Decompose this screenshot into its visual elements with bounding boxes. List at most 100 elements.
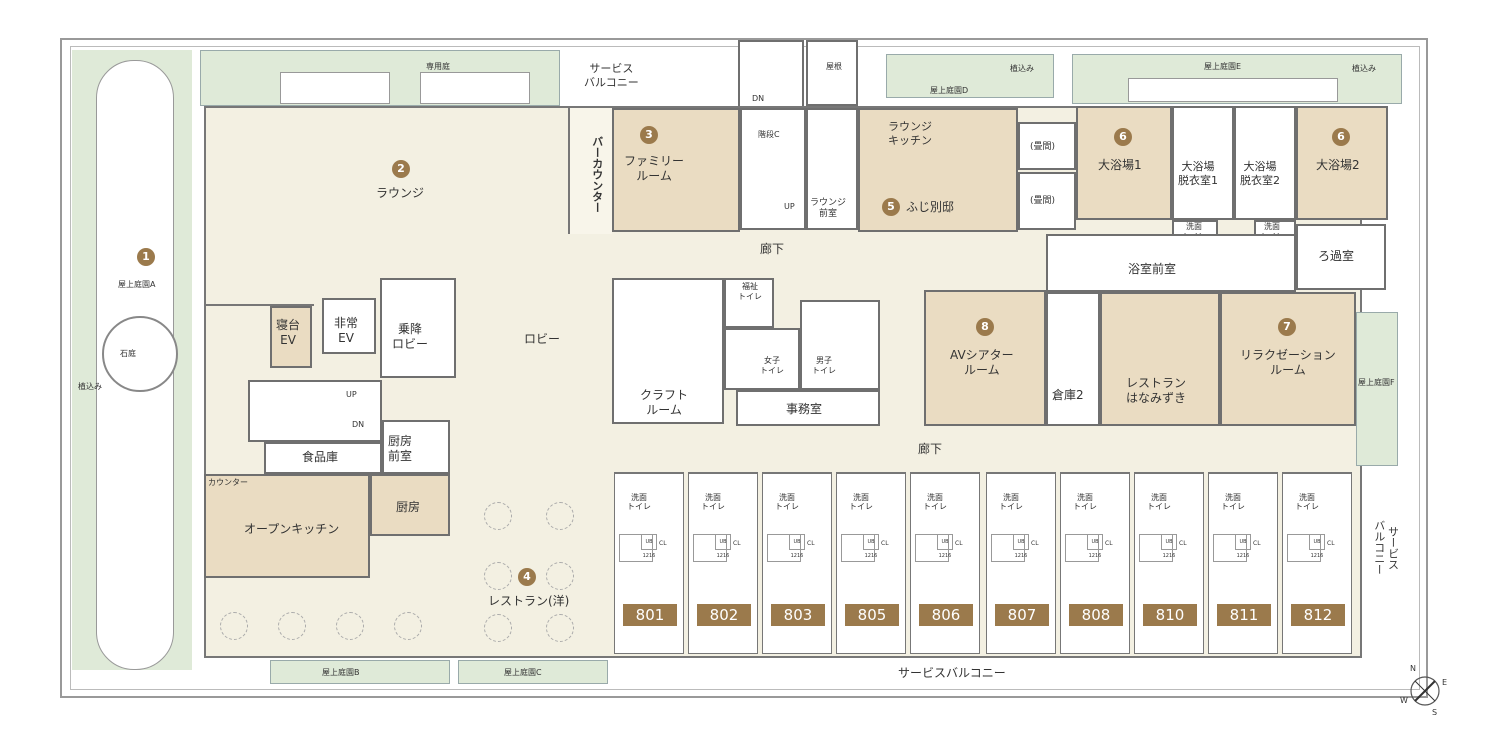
up-label-1: UP xyxy=(784,202,795,211)
unit-closet-label: CL xyxy=(881,540,889,547)
stair-top-block xyxy=(738,40,804,108)
craft-block xyxy=(612,278,724,424)
bath-1-number: 6 xyxy=(1114,128,1132,146)
storage-2-label: 倉庫2 xyxy=(1052,388,1084,402)
restaurant-table xyxy=(546,502,574,530)
unit-number-badge: 806 xyxy=(919,604,973,626)
family-room xyxy=(612,108,740,232)
roof-garden-b-label: 屋上庭園B xyxy=(322,668,360,677)
roof-garden-a-number: 1 xyxy=(137,248,155,266)
compass-e: E xyxy=(1442,678,1448,687)
unit-wash-toilet: 洗面トイレ xyxy=(1147,493,1171,511)
private-garden-label: 専用庭 xyxy=(426,62,450,71)
counter-label: カウンター xyxy=(208,478,248,487)
unit-wash-toilet: 洗面トイレ xyxy=(1221,493,1245,511)
restaurant-table xyxy=(546,614,574,642)
stone-garden xyxy=(102,316,178,392)
roof-garden-b xyxy=(270,660,450,684)
unit-wash-toilet: 洗面トイレ xyxy=(849,493,873,511)
hanamizuki-label: レストラン はなみずき xyxy=(1126,376,1187,405)
emergency-ev xyxy=(322,298,376,354)
av-theater-room xyxy=(924,290,1046,426)
restaurant-label: レストラン(洋) xyxy=(488,594,570,608)
stone-garden-label: 石庭 xyxy=(120,349,136,358)
women-toilet-label: 女子 トイレ xyxy=(760,356,784,375)
storage-2 xyxy=(1046,292,1100,426)
bath-1 xyxy=(1076,106,1172,220)
men-toilet xyxy=(800,300,880,390)
men-toilet-label: 男子 トイレ xyxy=(812,356,836,375)
unit-number-badge: 802 xyxy=(697,604,751,626)
unit-bath-fixture xyxy=(767,534,801,562)
kitchen-front xyxy=(382,420,450,474)
restaurant-table xyxy=(484,502,512,530)
roof-garden-f-label: 屋上庭園F xyxy=(1358,378,1395,387)
planting-d-label: 植込み xyxy=(1010,64,1034,73)
unit-closet-label: CL xyxy=(1327,540,1335,547)
tatami-2-label: (畳間) xyxy=(1030,196,1056,206)
roof-garden-e-label: 屋上庭園E xyxy=(1204,62,1242,71)
filter-room-label: ろ過室 xyxy=(1318,249,1355,263)
bath-1-label: 大浴場1 xyxy=(1098,158,1142,172)
planting-left-label: 植込み xyxy=(78,382,102,391)
restaurant-table xyxy=(484,562,512,590)
service-balcony-bottom-label: サービスバルコニー xyxy=(898,666,1006,680)
open-kitchen-label: オープンキッチン xyxy=(244,522,340,536)
dressing-room-1 xyxy=(1172,106,1234,220)
building-outline xyxy=(60,38,1428,698)
roof-garden-e-terrace xyxy=(1128,78,1338,102)
roof-block xyxy=(806,40,858,106)
unit-bath-label: UB 1216 xyxy=(1235,534,1251,559)
corridor-top-label: 廊下 xyxy=(760,242,785,256)
food-storage xyxy=(264,442,382,474)
restaurant-table xyxy=(484,614,512,642)
office-label: 事務室 xyxy=(786,402,823,416)
lounge-front-room xyxy=(806,108,858,230)
lounge-front-label: ラウンジ 前室 xyxy=(810,198,847,220)
stretcher-ev-label: 寝台 EV xyxy=(276,318,301,347)
craft-label: クラフト ルーム xyxy=(640,388,689,417)
unit-bath-fixture xyxy=(991,534,1025,562)
av-number: 8 xyxy=(976,318,994,336)
tatami-room-1 xyxy=(1018,122,1076,170)
relax-number: 7 xyxy=(1278,318,1296,336)
dressing-1-label: 大浴場 脱衣室1 xyxy=(1178,160,1218,187)
unit-bath-fixture xyxy=(1065,534,1099,562)
restaurant-table xyxy=(220,612,248,640)
lounge-label: ラウンジ xyxy=(376,186,425,200)
unit-bath-label: UB 1216 xyxy=(789,534,805,559)
welfare-toilet xyxy=(724,278,774,328)
office xyxy=(736,390,880,426)
roof-garden-c-label: 屋上庭園C xyxy=(504,668,542,677)
relaxation-room xyxy=(1220,292,1356,426)
roof-garden-f xyxy=(1356,312,1398,466)
unit-number-badge: 807 xyxy=(995,604,1049,626)
unit-wash-toilet: 洗面トイレ xyxy=(1295,493,1319,511)
restaurant-table xyxy=(336,612,364,640)
roof-garden-d-label: 屋上庭園D xyxy=(930,86,969,95)
unit-bath-label: UB 1216 xyxy=(1309,534,1325,559)
women-toilet xyxy=(724,328,800,390)
unit-closet-label: CL xyxy=(1105,540,1113,547)
stretcher-ev xyxy=(270,306,312,368)
private-garden-terrace-2 xyxy=(420,72,530,104)
unit-bath-label: UB 1216 xyxy=(1161,534,1177,559)
tatami-room-2 xyxy=(1018,172,1076,230)
bar-counter xyxy=(568,108,612,234)
restaurant-table xyxy=(546,562,574,590)
unit-bath-label: UB 1216 xyxy=(715,534,731,559)
unit-bath-label: UB 1216 xyxy=(863,534,879,559)
unit-number-badge: 811 xyxy=(1217,604,1271,626)
unit-wash-toilet: 洗面トイレ xyxy=(627,493,651,511)
unit-bath-fixture xyxy=(1213,534,1247,562)
compass-n: N xyxy=(1410,664,1416,673)
dressing-2-label: 大浴場 脱衣室2 xyxy=(1240,160,1280,187)
unit-number-badge: 808 xyxy=(1069,604,1123,626)
tatami-1-label: (畳間) xyxy=(1030,142,1056,152)
unit-number-badge: 810 xyxy=(1143,604,1197,626)
stair-c xyxy=(740,108,806,230)
